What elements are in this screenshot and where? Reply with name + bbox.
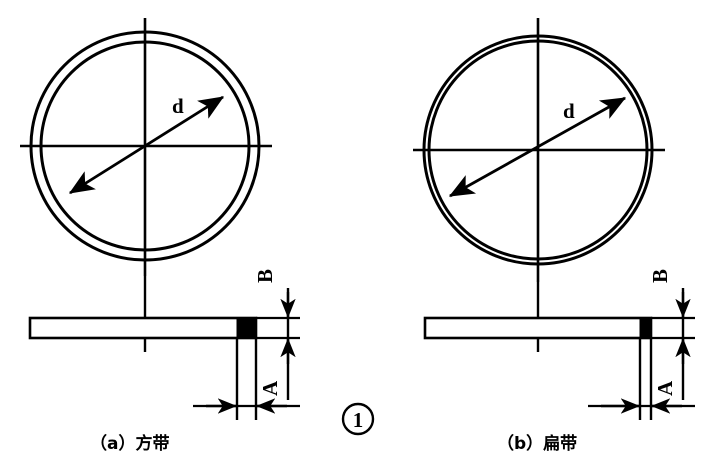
panel-b-plan-view: d <box>413 18 665 282</box>
panel-b-section-view: B A <box>423 269 695 420</box>
figure-number-badge: 1 <box>341 402 375 436</box>
band-strip-outline-b <box>423 316 653 340</box>
inner-ring-circle-a <box>39 40 251 252</box>
band-cross-section-fill-a <box>236 317 257 339</box>
panel-a-plan-view: d <box>20 18 272 276</box>
diameter-dimension-line-a <box>68 95 225 195</box>
figure-number-circle <box>341 402 375 436</box>
diameter-dimension-line-b <box>448 96 627 198</box>
panel-b-caption: （b）扁带 <box>497 433 577 454</box>
dimension-label-a-b: A <box>653 380 677 396</box>
band-strip-outline-a <box>28 316 258 340</box>
dimension-label-a-a: A <box>258 380 282 396</box>
outer-ring-circle-a <box>29 30 261 262</box>
diameter-label-b: d <box>563 99 575 123</box>
panel-a-section-view: B A <box>28 269 300 420</box>
figure-number-text: 1 <box>353 408 364 432</box>
dimension-label-b-b: B <box>648 269 672 283</box>
inner-ring-circle-b <box>427 39 649 261</box>
dimension-label-b-a: B <box>253 269 277 283</box>
panel-a-caption: （a）方带 <box>90 433 169 454</box>
band-cross-section-fill-b <box>639 317 652 339</box>
outer-ring-circle-b <box>422 34 654 266</box>
diameter-label-a: d <box>172 94 184 118</box>
